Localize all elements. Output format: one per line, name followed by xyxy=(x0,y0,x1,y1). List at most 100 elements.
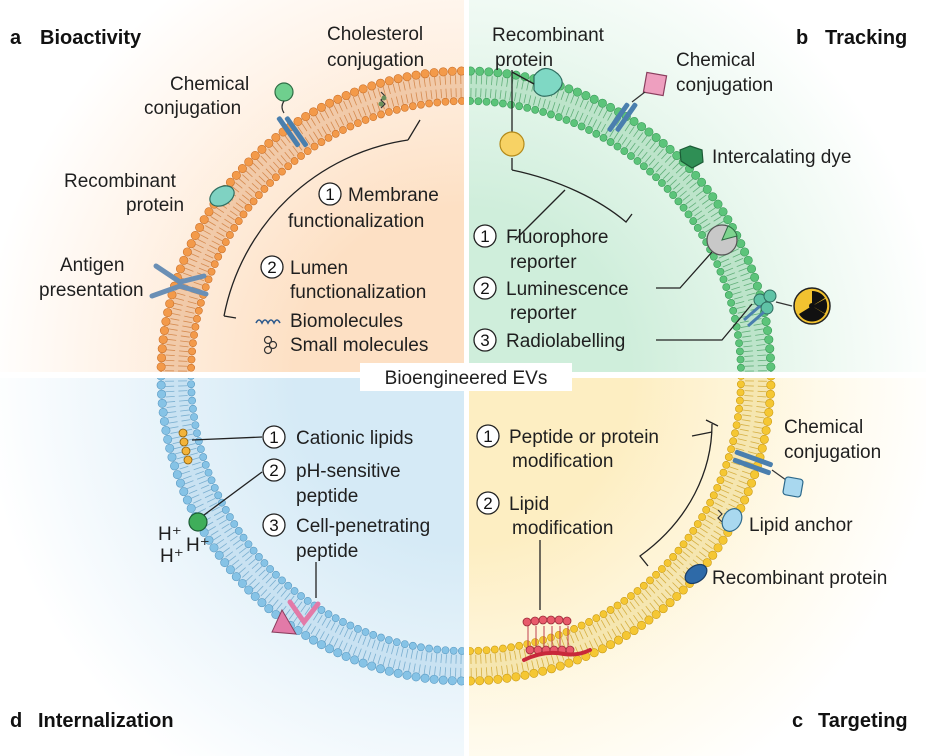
recombinant-protein-b-icon xyxy=(533,67,563,97)
radiolabelling-number-circle xyxy=(473,328,497,352)
lipid-number: 2 xyxy=(483,494,492,513)
lipid-modification-icon xyxy=(522,615,592,662)
cpp-number-circle xyxy=(262,513,286,537)
lipid-number-circle xyxy=(476,491,500,515)
radiolabelling-leader xyxy=(656,303,753,341)
chemical-conjugation-b-icon xyxy=(607,71,668,132)
proton-2: H⁺ xyxy=(186,535,210,556)
cholesterol-label-1: Cholesterol xyxy=(327,24,423,45)
targeting-bracket-leader xyxy=(691,431,713,437)
luminescence-label-2: reporter xyxy=(510,303,577,324)
lumen-label-2: functionalization xyxy=(290,282,426,303)
ph-peptide-icon xyxy=(188,512,208,532)
chemical-conjugation-c-icon xyxy=(732,449,804,498)
proton-1: H⁺ xyxy=(158,524,182,545)
fluorophore-label-1: Fluorophore xyxy=(506,227,608,248)
membrane-number: 1 xyxy=(325,185,334,204)
chemical-conjugation-a-icon xyxy=(274,82,308,148)
luminescence-label-1: Luminescence xyxy=(506,279,629,300)
cationic-label: Cationic lipids xyxy=(296,428,413,449)
lipid-anchor-label: Lipid anchor xyxy=(749,515,853,536)
peptide-number: 1 xyxy=(483,427,492,446)
panel-b-letter: b xyxy=(796,27,808,49)
lipid-label-1: Lipid xyxy=(509,494,549,515)
tracking-bracket xyxy=(511,158,633,223)
luminescence-number-circle xyxy=(473,276,497,300)
center-label: Bioengineered EVs xyxy=(385,368,548,389)
targeting-bracket xyxy=(639,419,719,567)
cpp-label-2: peptide xyxy=(296,541,358,562)
chemical-conjugation-a-label-2: conjugation xyxy=(144,98,241,119)
intercalating-dye-icon xyxy=(679,145,704,169)
membrane-bracket-a xyxy=(223,119,421,319)
recombinant-a-label-1: Recombinant xyxy=(64,171,177,192)
membrane-label-2: functionalization xyxy=(288,211,424,232)
recombinant-a-label-2: protein xyxy=(126,195,184,216)
fluorophore-number: 1 xyxy=(480,227,489,246)
recombinant-b-label-2: protein xyxy=(495,50,553,71)
chemical-conjugation-c-label-2: conjugation xyxy=(784,442,881,463)
ph-leader xyxy=(203,471,263,516)
radiolabelling-label: Radiolabelling xyxy=(506,331,625,352)
center-label-box xyxy=(360,363,572,391)
fluorophore-label-2: reporter xyxy=(510,252,577,273)
cationic-leader xyxy=(191,436,263,441)
cpp-number: 3 xyxy=(269,516,278,535)
biomolecules-label: Biomolecules xyxy=(290,311,403,332)
recombinant-protein-c-icon xyxy=(684,563,708,585)
recombinant-b-label-1: Recombinant xyxy=(492,25,605,46)
cholesterol-label-2: conjugation xyxy=(327,50,424,71)
lipid-label-2: modification xyxy=(512,518,613,539)
ph-label-2: peptide xyxy=(296,486,358,507)
panel-a-title: Bioactivity xyxy=(40,27,142,49)
biomolecules-icon xyxy=(255,319,281,325)
membrane-number-circle xyxy=(318,182,342,206)
radiolabel-chelator-icon xyxy=(743,289,793,328)
chemical-conjugation-b-label-1: Chemical xyxy=(676,50,755,71)
internalization-panel: 1 Cationic lipids 2 pH-sensitive peptide… xyxy=(158,425,430,635)
antigen-receptor-icon xyxy=(149,263,209,299)
chemical-conjugation-a-label-1: Chemical xyxy=(170,74,249,95)
luminescence-number: 2 xyxy=(480,279,489,298)
peptide-label-1: Peptide or protein xyxy=(509,427,659,448)
cholesterol-icon xyxy=(378,91,387,109)
internalization-membrane xyxy=(156,378,466,686)
panel-c-letter: c xyxy=(792,710,803,732)
lipid-tails xyxy=(165,380,466,677)
lumen-number: 2 xyxy=(267,258,276,277)
lipid-anchor-icon xyxy=(717,508,743,532)
small-molecules-label: Small molecules xyxy=(290,335,428,356)
cationic-number-circle xyxy=(262,425,286,449)
membrane-label-1: Membrane xyxy=(348,185,439,206)
luminescence-leader xyxy=(656,251,713,289)
ph-number: 2 xyxy=(269,461,278,480)
radioactive-icon xyxy=(793,287,831,325)
antigen-label-1: Antigen xyxy=(60,255,124,276)
cell-penetrating-peptide-icon xyxy=(271,599,321,635)
targeting-panel: 1 Peptide or protein modification 2 Lipi… xyxy=(476,417,887,662)
radiolabelling-number: 3 xyxy=(480,331,489,350)
tracking-bracket-leader xyxy=(514,189,566,241)
small-molecules-icon xyxy=(263,335,278,355)
fluorophore-number-circle xyxy=(473,224,497,248)
ph-number-circle xyxy=(262,458,286,482)
lumen-number-circle xyxy=(260,255,284,279)
cationic-lipids-icon xyxy=(178,428,193,465)
lipid-heads xyxy=(156,378,466,686)
panel-d-title: Internalization xyxy=(38,710,174,732)
peptide-label-2: modification xyxy=(512,451,613,472)
recombinant-b-protein-leader xyxy=(511,71,535,85)
fluorophore-bead-icon xyxy=(499,131,525,157)
chemical-conjugation-b-label-2: conjugation xyxy=(676,75,773,96)
luminescence-reporter-icon xyxy=(706,224,738,256)
proton-3: H⁺ xyxy=(160,546,184,567)
peptide-number-circle xyxy=(476,424,500,448)
cationic-number: 1 xyxy=(269,428,278,447)
panel-c-title: Targeting xyxy=(818,710,908,732)
cpp-label-1: Cell-penetrating xyxy=(296,516,430,537)
lipid-tails xyxy=(165,75,466,372)
recombinant-protein-a-icon xyxy=(209,185,235,207)
tracking-panel: Recombinant protein Chemical conjugation… xyxy=(473,25,851,352)
recombinant-c-label: Recombinant protein xyxy=(712,568,887,589)
